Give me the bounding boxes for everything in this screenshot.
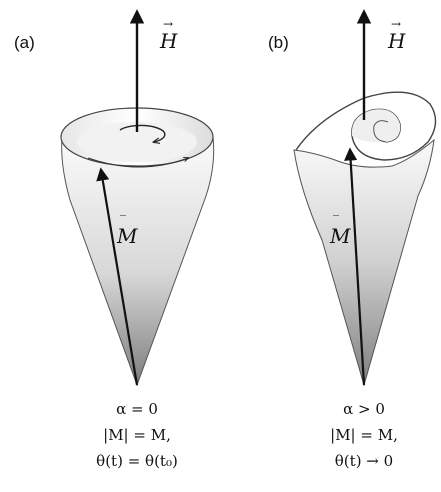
panel-a-condition-magnitude: |M| = M, xyxy=(103,426,171,444)
panel-b-condition-magnitude: |M| = M, xyxy=(330,426,398,444)
panel-b-spiral-curl xyxy=(373,120,389,143)
panel-b-condition-alpha: α > 0 xyxy=(343,400,385,418)
panel-b-condition-theta: θ(t) → 0 xyxy=(335,452,393,470)
panel-a-label: (a) xyxy=(14,33,35,52)
panel-b-field-vector-mark: → xyxy=(391,17,401,31)
panel-a-moment-vector-mark: ‾ xyxy=(120,213,126,227)
panel-b-label: (b) xyxy=(268,33,289,52)
panel-a: (a) → H ‾ M α = 0 |M| = M, θ(t) = θ(t₀) xyxy=(14,9,215,470)
panel-b: (b) → H ‾ M α > 0 |M| = M, θ(t) → 0 xyxy=(268,9,437,470)
panel-b-field-label: H xyxy=(387,29,406,53)
panel-a-condition-alpha: α = 0 xyxy=(116,400,158,418)
panel-a-field-vector-mark: → xyxy=(163,17,173,31)
panel-b-cone xyxy=(293,138,435,387)
panel-a-rim-arrow xyxy=(87,158,188,168)
panel-b-moment-label: M xyxy=(329,224,351,248)
panel-a-rotation-arrow xyxy=(119,124,166,142)
panel-a-cone xyxy=(61,135,215,387)
panel-b-moment-vector-mark: ‾ xyxy=(333,213,339,227)
panel-a-field-label: H xyxy=(159,29,178,53)
panel-a-cone-inner xyxy=(77,122,197,162)
panel-a-moment-arrow xyxy=(96,167,139,386)
panel-a-moment-label: M xyxy=(116,224,138,248)
panel-a-condition-theta: θ(t) = θ(t₀) xyxy=(96,452,178,470)
panel-b-moment-arrow xyxy=(344,147,366,386)
